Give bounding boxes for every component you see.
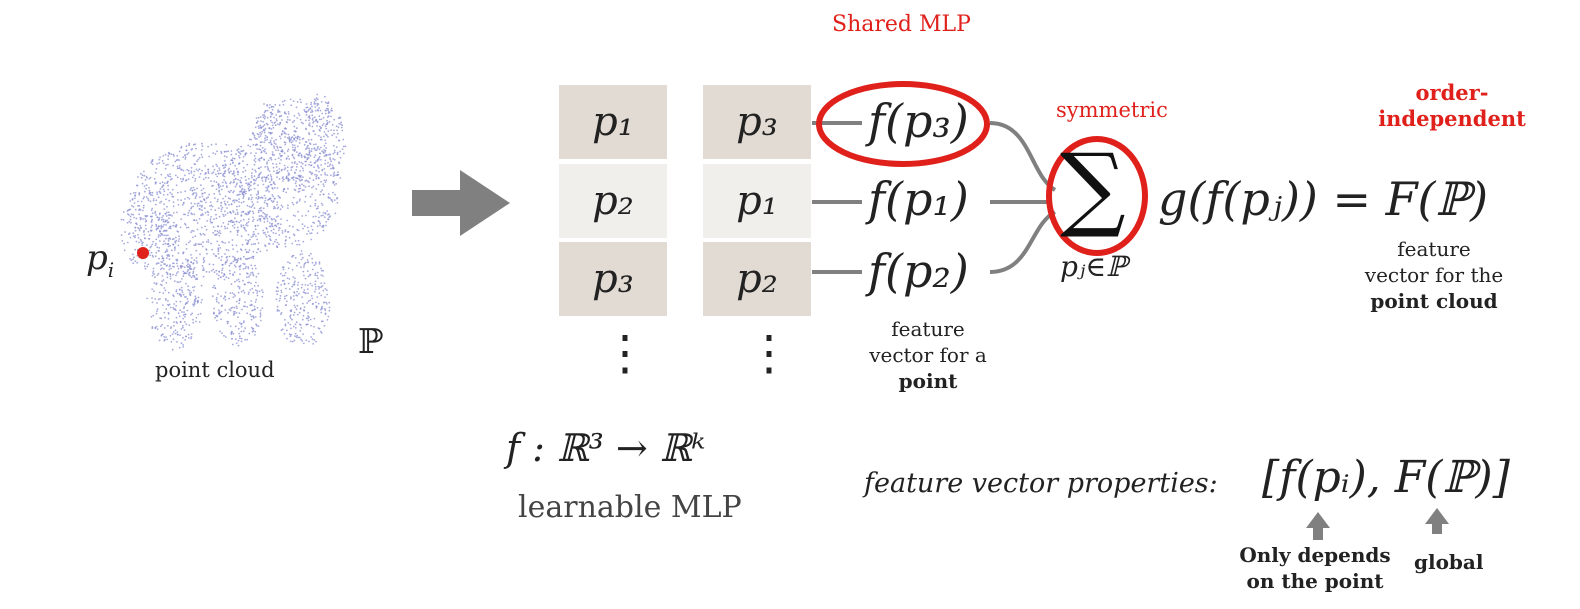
merge-curve — [989, 121, 1057, 192]
column-a-cell: p₂ — [559, 164, 667, 238]
column-a-cell: p₁ — [559, 85, 667, 159]
feature-output: f(p₃) — [868, 94, 969, 148]
set-symbol: ℙ — [358, 322, 384, 362]
properties-label: feature vector properties: — [864, 468, 1218, 499]
column-b-cell: p₂ — [703, 242, 811, 316]
point-label: pi — [86, 238, 115, 282]
point-cloud-caption: point cloud — [155, 358, 275, 382]
learnable-mlp-label: learnable MLP — [518, 490, 742, 525]
column-b-ellipsis: ⋮ — [745, 325, 793, 381]
symmetric-label: symmetric — [1056, 98, 1168, 122]
column-a-cell: p₃ — [559, 242, 667, 316]
only-depends-caption: Only depends on the point — [1239, 543, 1391, 593]
highlighted-point — [137, 247, 149, 259]
sum-subscript: pⱼ∈ℙ — [1060, 250, 1128, 283]
symmetric-highlight-ellipse — [1046, 136, 1148, 256]
mlp-signature: f : ℝ³ → ℝᵏ — [506, 426, 706, 470]
order-independent-label: order- independent — [1378, 80, 1526, 131]
point-cloud-figure — [120, 93, 347, 351]
sum-symbol: ∑ — [1060, 134, 1126, 241]
properties-formula: [f(pᵢ), F(ℙ)] — [1262, 452, 1510, 503]
feature-point-caption: feature vector for a point — [869, 317, 987, 393]
aggregate-formula: g(f(pⱼ)) = F(ℙ) — [1158, 172, 1489, 226]
shared-mlp-label: Shared MLP — [832, 12, 971, 37]
column-b-cell: p₁ — [703, 164, 811, 238]
up-arrow-icon — [1306, 512, 1330, 540]
feature-output: f(p₁) — [868, 172, 969, 226]
feature-output: f(p₂) — [868, 244, 969, 298]
up-arrow-icon — [1425, 508, 1449, 534]
shared-mlp-highlight-ellipse — [816, 81, 990, 167]
column-a-ellipsis: ⋮ — [601, 325, 649, 381]
column-b-cell: p₃ — [703, 85, 811, 159]
merge-curve — [989, 210, 1057, 274]
feature-cloud-caption: feature vector for the point cloud — [1364, 237, 1504, 313]
global-caption: global — [1414, 550, 1484, 574]
flow-arrow-icon — [412, 170, 510, 236]
